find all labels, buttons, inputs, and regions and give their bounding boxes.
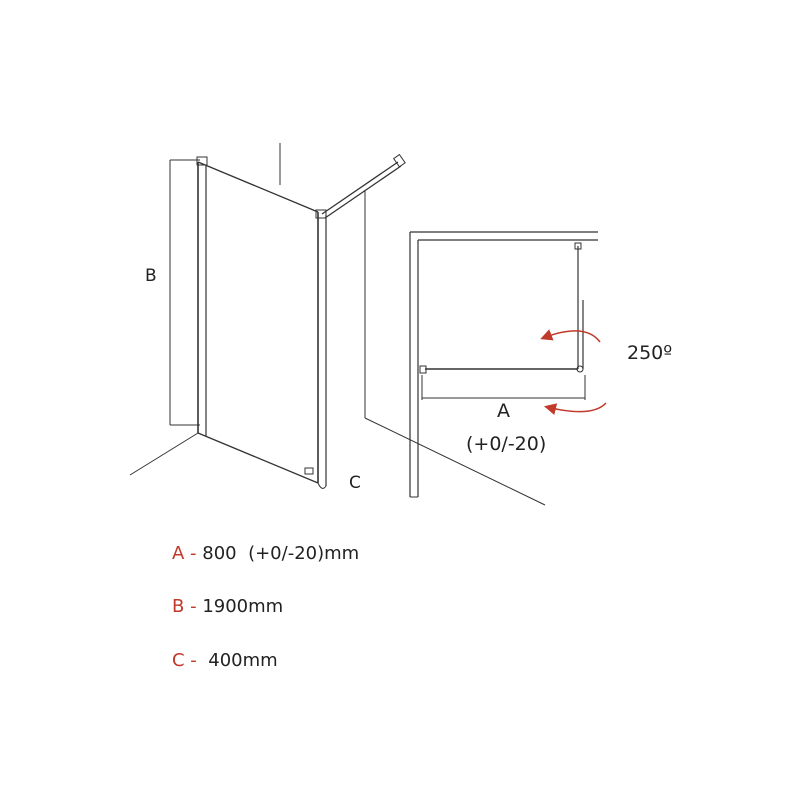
label-angle: 250º [627,342,672,364]
rotation-arrow-top [540,329,601,343]
label-c: C [349,473,361,493]
perspective-view [129,143,546,506]
label-tolerance: (+0/-20) [466,433,546,455]
legend-dash: - [184,650,209,671]
rotation-arrow-bottom [544,402,607,415]
rotation-arrows [540,329,607,415]
legend-item-c: C - 400mm [172,650,278,671]
legend-value-b: 1900mm [202,596,284,617]
legend-dash: - [184,543,203,564]
legend-item-b: B - 1900mm [172,596,283,617]
legend-key-a: A [172,543,185,564]
plan-view [409,231,598,498]
legend-key-c: C [172,650,185,671]
legend-value-c: 400mm [208,650,278,671]
label-a: A [497,400,510,422]
legend-key-b: B [172,596,185,617]
support-bar [321,153,406,219]
legend-value-a: 800 (+0/-20)mm [202,543,360,564]
legend-item-a: A - 800 (+0/-20)mm [172,543,359,564]
glass-panel [196,156,327,489]
label-b: B [145,266,157,286]
legend-dash: - [184,596,203,617]
